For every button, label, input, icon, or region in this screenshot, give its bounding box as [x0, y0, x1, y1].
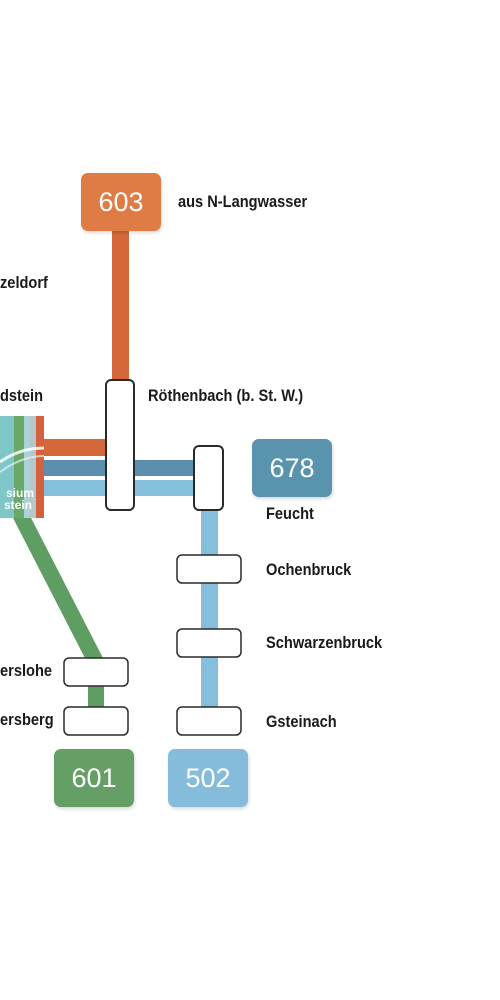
line-502-route-vertical: [201, 505, 218, 713]
stop-schwarzenbruck[interactable]: [176, 628, 242, 658]
line-badge-601[interactable]: 601: [54, 749, 134, 807]
label-zeldorf: zeldorf: [0, 273, 48, 292]
label-roethenbach: Röthenbach (b. St. W.): [148, 386, 304, 405]
stop-roethenbach[interactable]: [105, 379, 135, 511]
line-badge-603[interactable]: 603: [81, 173, 161, 231]
label-dstein: dstein: [0, 386, 44, 405]
hub-station-label-line2: stein: [3, 498, 32, 512]
label-ersberg: ersberg: [0, 710, 54, 729]
stop-ochenbruck[interactable]: [176, 554, 242, 584]
line-badge-678[interactable]: 678: [252, 439, 332, 497]
hub-station-label-line1: sium: [6, 486, 35, 500]
stop-gsteinach[interactable]: [176, 706, 242, 736]
line-badge-502[interactable]: 502: [168, 749, 248, 807]
stop-erslohe[interactable]: [63, 657, 129, 687]
label-aus-n-langwasser: aus N-Langwasser: [178, 192, 308, 211]
label-ochenbruck: Ochenbruck: [266, 560, 352, 579]
line-603-branch: [38, 439, 108, 456]
label-feucht: Feucht: [266, 504, 314, 523]
line-601-route: [12, 512, 104, 664]
label-gsteinach: Gsteinach: [266, 712, 337, 731]
line-601-route-segment: [88, 684, 104, 710]
stop-ersberg[interactable]: [63, 706, 129, 736]
label-erslohe: erslohe: [0, 661, 53, 680]
hub-station: [0, 416, 45, 518]
label-schwarzenbruck: Schwarzenbruck: [266, 633, 383, 652]
line-603-route: [112, 228, 129, 384]
stop-feucht[interactable]: [193, 445, 224, 511]
